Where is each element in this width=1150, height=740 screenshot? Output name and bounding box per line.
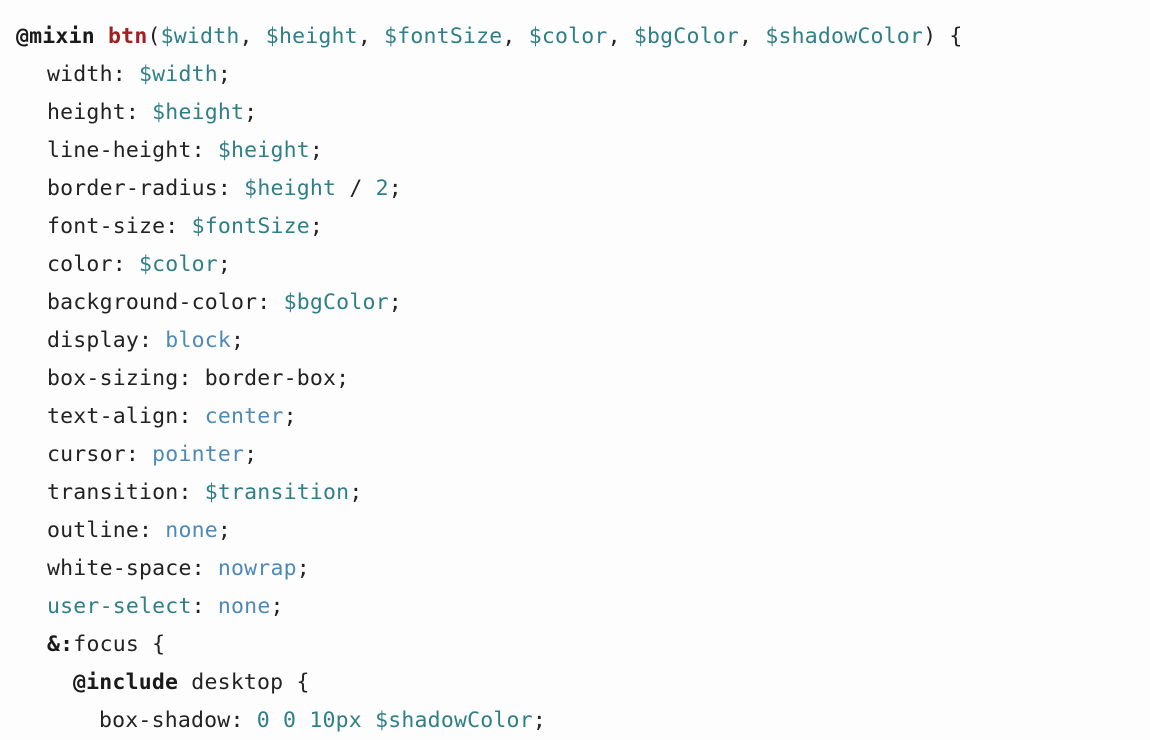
code-token-prop: line-height:: [47, 138, 218, 163]
code-token-prop: border-radius:: [47, 176, 245, 201]
code-token-var: $bgColor: [283, 290, 389, 315]
code-token-punct: (: [147, 24, 161, 49]
code-token-prop: background-color:: [47, 290, 284, 315]
code-token-var: $width: [160, 24, 240, 49]
code-token-keyword: pointer: [152, 442, 245, 467]
code-token-punct: ;: [283, 404, 297, 429]
code-token-prop: display:: [47, 328, 166, 353]
code-line: box-sizing: border-box;: [0, 360, 1150, 398]
code-token-keyword: nowrap: [217, 556, 297, 581]
code-token-punct: /: [336, 176, 376, 201]
code-line: outline: none;: [0, 512, 1150, 550]
code-line: height: $height;: [0, 94, 1150, 132]
code-token-punct: ;: [244, 100, 258, 125]
code-token-punct: ;: [532, 708, 546, 733]
code-token-punct: ;: [349, 480, 363, 505]
code-line: width: $width;: [0, 56, 1150, 94]
code-token-punct: ,: [502, 24, 529, 49]
code-token-var: $height: [217, 138, 310, 163]
code-token-atrule: @mixin: [16, 24, 95, 49]
code-token-plain: [95, 24, 108, 49]
code-line: transition: $transition;: [0, 474, 1150, 512]
code-token-punct: ,: [239, 24, 266, 49]
code-token-var: $height: [152, 100, 245, 125]
code-line: cursor: pointer;: [0, 436, 1150, 474]
code-token-prop: box-sizing: border-box;: [47, 366, 350, 391]
code-token-var: $bgColor: [633, 24, 740, 49]
code-token-var: $width: [139, 62, 218, 87]
code-token-var: $color: [139, 252, 218, 277]
code-line: color: $color;: [0, 246, 1150, 284]
code-line: background-color: $bgColor;: [0, 284, 1150, 322]
code-token-num: 0: [283, 708, 297, 733]
code-line: line-height: $height;: [0, 132, 1150, 170]
code-token-punct: ;: [244, 442, 258, 467]
code-line: white-space: nowrap;: [0, 550, 1150, 588]
code-token-plain: desktop {: [178, 670, 310, 695]
code-token-punct: ;: [309, 138, 324, 163]
code-token-prop: width:: [47, 62, 140, 87]
code-token-var: $fontSize: [384, 24, 503, 49]
code-token-num: 10px: [309, 708, 362, 733]
code-token-punct: [296, 708, 309, 733]
code-token-punct: [270, 708, 283, 733]
code-token-punct: ) {: [923, 24, 963, 49]
code-token-punct: ;: [388, 290, 402, 315]
code-token-prop: cursor:: [47, 442, 153, 467]
code-line: box-shadow: 0 0 10px $shadowColor;: [0, 702, 1150, 740]
code-token-func: btn: [108, 24, 148, 49]
code-line: font-size: $fontSize;: [0, 208, 1150, 246]
code-token-var: $height: [265, 24, 358, 49]
code-line: display: block;: [0, 322, 1150, 360]
code-token-prop: white-space:: [47, 556, 218, 581]
code-token-keyword: block: [165, 328, 232, 353]
code-token-amp: &:: [47, 632, 74, 657]
code-token-punct: ;: [217, 518, 232, 543]
code-token-punct: ;: [388, 176, 402, 201]
code-token-punct: ,: [607, 24, 634, 49]
code-token-keyword: none: [165, 518, 218, 543]
code-token-num: 2: [375, 176, 389, 201]
code-token-prop: height:: [47, 100, 153, 125]
code-token-keyword: none: [217, 594, 271, 619]
code-token-var: $color: [528, 24, 608, 49]
code-token-prop: font-size:: [47, 214, 192, 239]
code-token-var: $shadowColor: [765, 24, 924, 49]
code-line: &:focus {: [0, 626, 1150, 664]
code-token-atrule: @include: [73, 670, 179, 695]
code-token-var: $transition: [204, 480, 350, 505]
code-token-punct: ;: [309, 214, 324, 239]
code-token-prop: text-align:: [47, 404, 205, 429]
code-token-punct: ,: [357, 24, 385, 49]
code-token-punct: ;: [296, 556, 310, 581]
code-token-prop: transition:: [47, 480, 205, 505]
code-token-punct: [362, 708, 375, 733]
code-line: text-align: center;: [0, 398, 1150, 436]
code-token-prop: box-shadow:: [99, 708, 257, 733]
code-token-punct: ;: [217, 62, 232, 87]
code-line: border-radius: $height / 2;: [0, 170, 1150, 208]
code-token-prop: outline:: [47, 518, 166, 543]
code-token-var: $fontSize: [191, 214, 310, 239]
code-token-var: $height: [244, 176, 337, 201]
code-token-var: $shadowColor: [375, 708, 533, 733]
code-line: @mixin btn($width, $height, $fontSize, $…: [0, 18, 1150, 56]
code-token-prop: color:: [47, 252, 140, 277]
code-token-num: 0: [256, 708, 270, 733]
code-line: user-select: none;: [0, 588, 1150, 626]
code-token-punct: ;: [270, 594, 284, 619]
code-token-selector: focus {: [73, 632, 166, 657]
code-line: @include desktop {: [0, 664, 1150, 702]
code-token-punct: :: [191, 594, 218, 619]
code-token-keyword: center: [204, 404, 284, 429]
code-token-punct: ;: [231, 328, 245, 353]
code-token-propteal: user-select: [47, 594, 192, 619]
code-token-punct: ;: [217, 252, 232, 277]
code-token-punct: ,: [739, 24, 766, 49]
